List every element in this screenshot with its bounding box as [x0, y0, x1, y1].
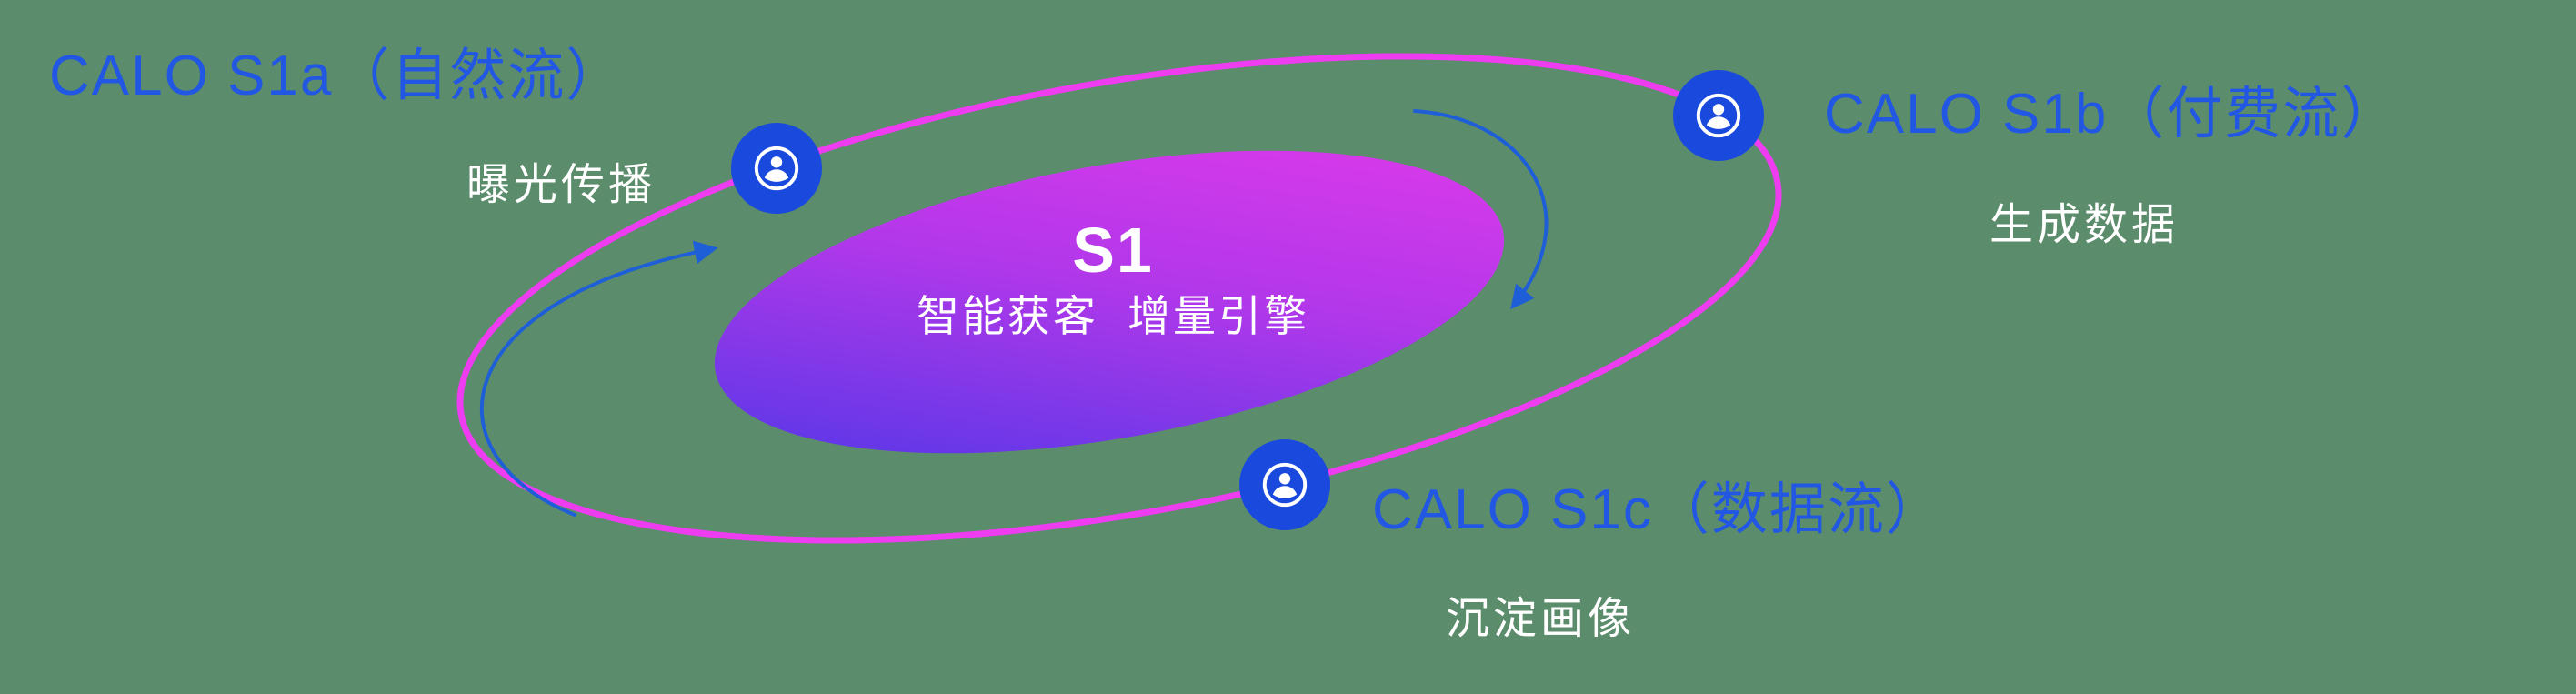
orbit-ellipse: [456, 53, 1782, 544]
user-icon: [754, 146, 799, 191]
node-s1c-title: CALO S1c（数据流）: [1372, 478, 1944, 541]
node-s1a-icon: [731, 123, 822, 214]
flow-arrow-left: [480, 240, 718, 517]
node-s1c-icon: [1239, 439, 1330, 530]
node-s1c-subtitle: 沉淀画像: [1445, 595, 1636, 643]
node-s1b-title: CALO S1b（付费流）: [1824, 83, 2400, 146]
core-subtitle: 智能获客 增量引擎: [916, 292, 1310, 340]
node-s1b-icon: [1673, 70, 1764, 161]
flow-arrow-right: [1413, 109, 1549, 310]
core-title: S1: [1072, 215, 1154, 286]
node-s1a-subtitle: 曝光传播: [466, 161, 657, 209]
node-s1a-title: CALO S1a（自然流）: [49, 45, 625, 107]
core-gradient-ellipse: [714, 150, 1505, 454]
user-icon: [1696, 93, 1741, 138]
user-icon: [1262, 462, 1308, 508]
node-s1b-subtitle: 生成数据: [1989, 201, 2180, 249]
